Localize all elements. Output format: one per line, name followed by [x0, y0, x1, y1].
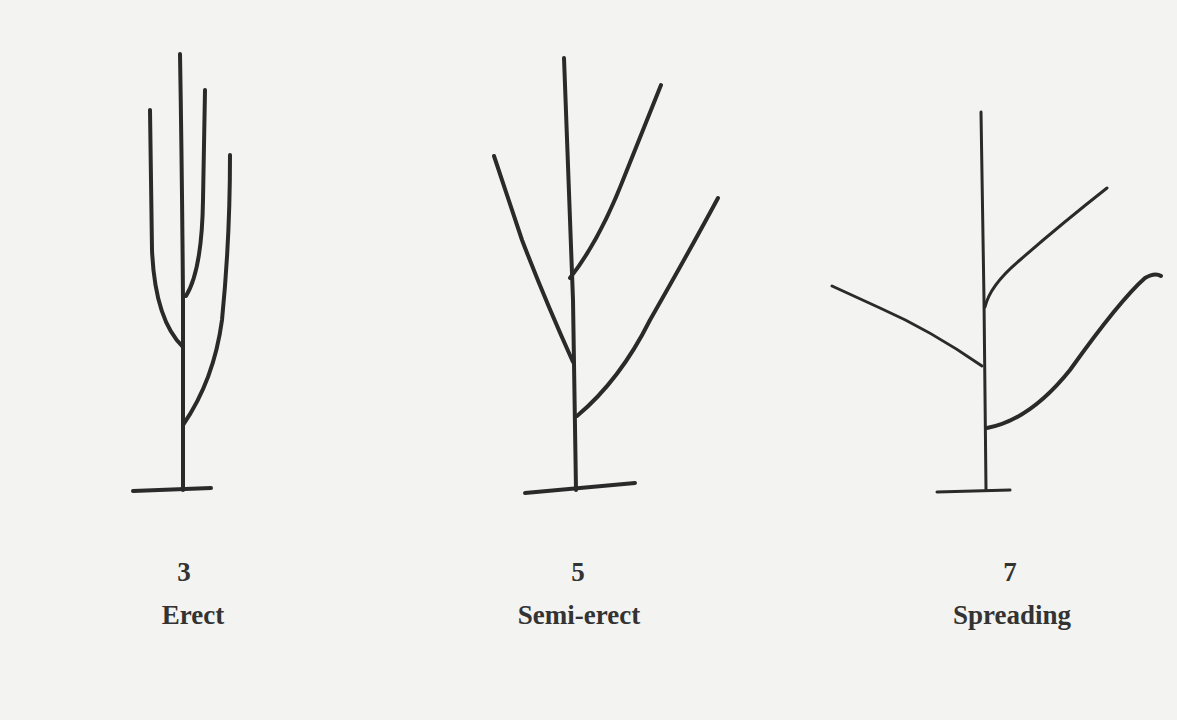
habit-label: Semi-erect [518, 601, 640, 631]
spreading-tree [832, 112, 1161, 492]
callout-number: 5 [571, 558, 585, 588]
semi-erect-tree [494, 58, 718, 493]
callout-number: 3 [177, 558, 191, 588]
callout-number: 7 [1003, 558, 1017, 588]
habit-label: Spreading [953, 601, 1071, 631]
erect-tree [133, 54, 230, 491]
habit-label: Erect [162, 601, 224, 631]
